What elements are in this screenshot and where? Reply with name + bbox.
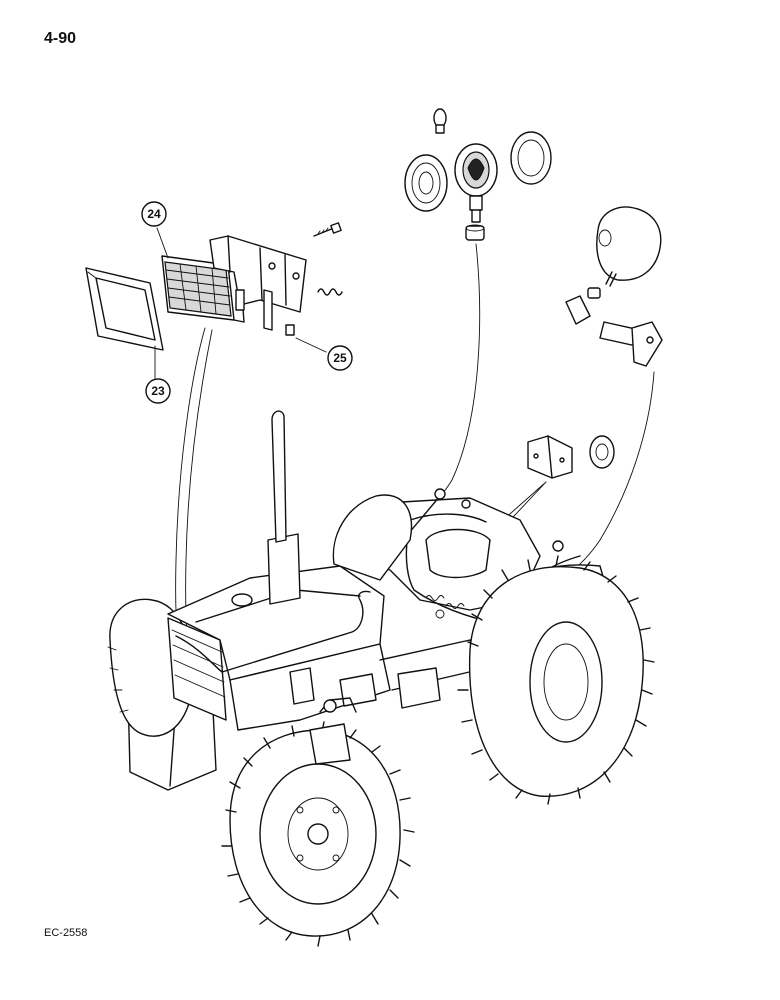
beacon-cable xyxy=(439,243,481,497)
rear-left-wheel xyxy=(332,494,413,581)
side-lamp-cable xyxy=(577,371,655,567)
beacon-housing xyxy=(454,143,498,223)
seat xyxy=(425,528,491,579)
callout-25-leader xyxy=(295,337,327,353)
beacon-parts xyxy=(404,108,552,497)
bracket-clip xyxy=(285,324,295,336)
callout-24: 24 xyxy=(141,201,167,227)
beacon-lens-right xyxy=(510,131,552,185)
step xyxy=(397,667,441,709)
svg-text:23: 23 xyxy=(151,384,165,398)
beacon-bulb xyxy=(433,108,447,134)
side-lamp-mounting-arm xyxy=(599,321,663,367)
rubber-grommet xyxy=(589,435,615,469)
grille xyxy=(167,617,227,721)
bracket-screw xyxy=(313,222,342,237)
side-lamp-parts xyxy=(565,206,663,567)
hood xyxy=(167,565,385,681)
lamp-mounting-bracket xyxy=(209,235,307,331)
work-lamp-assembly xyxy=(85,222,343,661)
reference-code: EC-2558 xyxy=(44,927,88,939)
callout-25: 25 xyxy=(327,345,353,371)
beacon-grommet xyxy=(465,224,485,241)
side-lamp-head xyxy=(596,206,662,287)
beacon-lens-left xyxy=(404,154,448,212)
tractor-body xyxy=(107,410,605,791)
callout-24-leader xyxy=(156,227,169,259)
exhaust-stack xyxy=(267,533,301,605)
callout-23: 23 xyxy=(145,378,171,404)
svg-text:24: 24 xyxy=(147,207,161,221)
page-number: 4-90 xyxy=(44,30,77,47)
front-right-wheel xyxy=(221,697,415,947)
rear-right-wheel xyxy=(457,555,655,805)
svg-text:25: 25 xyxy=(333,351,347,365)
lamp-unit xyxy=(161,255,245,323)
bracket-spring xyxy=(317,288,343,296)
side-lamp-fitting xyxy=(565,287,601,325)
mirror-bracket xyxy=(527,435,573,479)
lamp-bezel xyxy=(85,267,164,351)
